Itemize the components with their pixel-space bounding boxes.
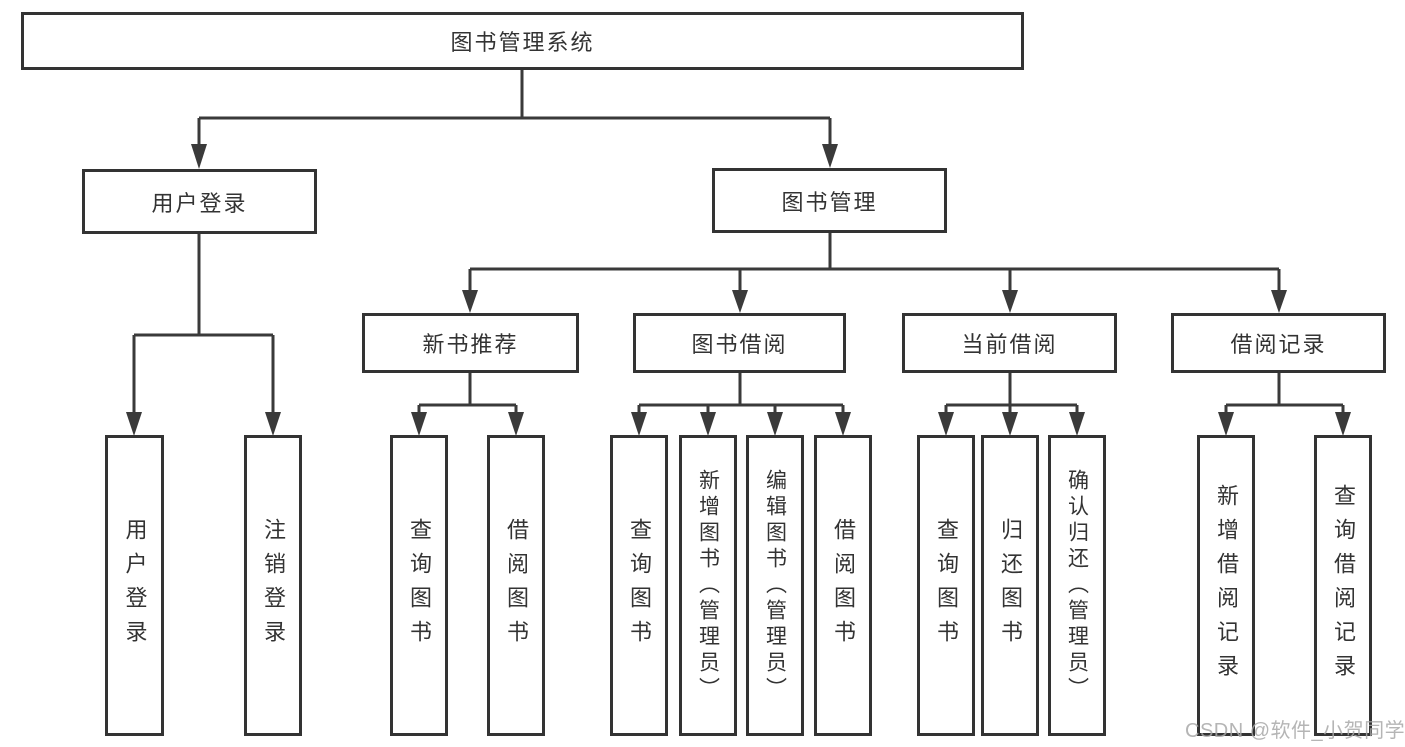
leaf-confirm-return-admin: 确认归还（管理员） [1048,435,1106,736]
node-book-management-branch: 图书管理 [712,168,947,233]
leaf-borrow-books-recommend: 借阅图书 [487,435,545,736]
node-current-borrowing: 当前借阅 [902,313,1117,373]
leaf-logout: 注销登录 [244,435,302,736]
leaf-add-books-admin: 新增图书（管理员） [679,435,737,736]
node-borrowing-records: 借阅记录 [1171,313,1386,373]
node-book-borrowing: 图书借阅 [633,313,846,373]
leaf-query-books-recommend: 查询图书 [390,435,448,736]
leaf-edit-books-admin: 编辑图书（管理员） [746,435,804,736]
leaf-query-books-current: 查询图书 [917,435,975,736]
node-new-book-recommend: 新书推荐 [362,313,579,373]
leaf-query-books-borrowing: 查询图书 [610,435,668,736]
leaf-user-login: 用户登录 [105,435,164,736]
csdn-watermark: CSDN @软件_小贺同学 [1185,720,1405,742]
leaf-borrow-books-borrowing: 借阅图书 [814,435,872,736]
leaf-add-borrow-record: 新增借阅记录 [1197,435,1255,736]
leaf-return-books: 归还图书 [981,435,1039,736]
node-root-library-management-system: 图书管理系统 [21,12,1024,70]
node-user-login-branch: 用户登录 [82,169,317,234]
leaf-query-borrow-record: 查询借阅记录 [1314,435,1372,736]
